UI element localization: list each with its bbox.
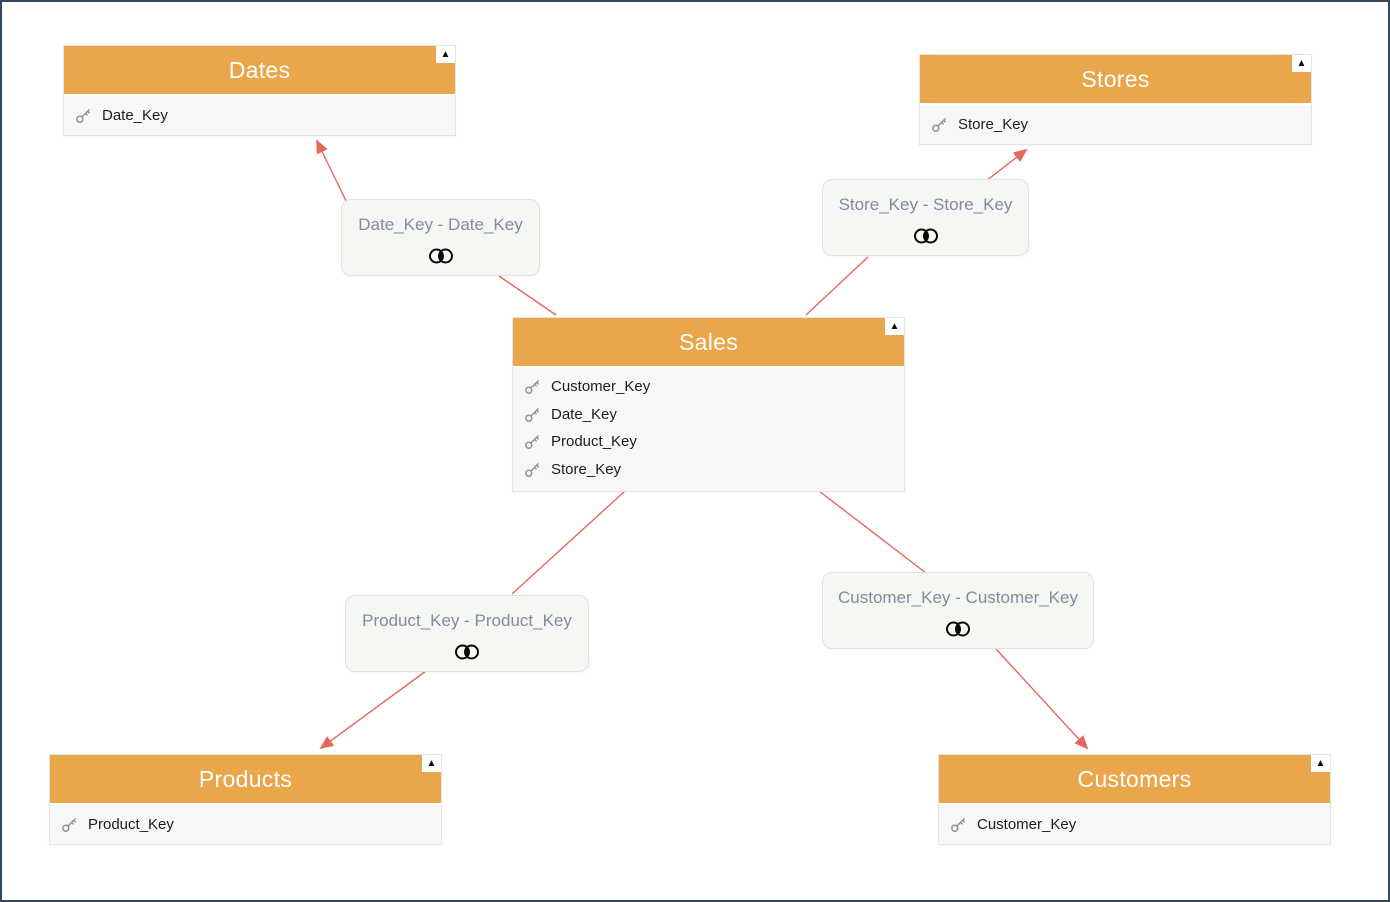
relationship-line-products-sales [511, 490, 626, 595]
key-icon [525, 462, 539, 477]
collapse-triangle-icon: ▲ [889, 320, 900, 332]
connector-customer-join[interactable]: Customer_Key - Customer_Key [822, 572, 1094, 649]
field-row[interactable]: Customer_Key [939, 805, 1330, 844]
connector-store-join[interactable]: Store_Key - Store_Key [822, 179, 1029, 256]
relationship-line-dates-sales [498, 275, 557, 316]
table-dates-header[interactable]: Dates ▲ [64, 46, 455, 96]
field-row[interactable]: Date_Key [64, 96, 455, 135]
field-row[interactable]: Product_Key [50, 805, 441, 844]
field-name: Customer_Key [977, 816, 1077, 833]
field-name: Date_Key [551, 405, 617, 423]
connector-date-join[interactable]: Date_Key - Date_Key [341, 199, 540, 276]
field-name: Date_Key [102, 107, 168, 124]
field-name: Product_Key [88, 816, 174, 833]
table-stores[interactable]: Stores ▲ Store_Key [919, 54, 1312, 145]
key-icon [525, 435, 539, 450]
collapse-button[interactable]: ▲ [885, 318, 904, 335]
connector-product-join[interactable]: Product_Key - Product_Key [345, 595, 589, 672]
field-name: Customer_Key [551, 378, 651, 396]
connector-label: Date_Key - Date_Key [358, 215, 523, 234]
field-row[interactable]: Store_Key [513, 456, 904, 484]
connector-label: Customer_Key - Customer_Key [838, 588, 1078, 607]
key-icon [951, 818, 965, 832]
collapse-triangle-icon: ▲ [440, 48, 451, 60]
field-row[interactable]: Date_Key [513, 401, 904, 429]
field-name: Store_Key [958, 116, 1029, 133]
relationship-line-customers [995, 648, 1089, 750]
key-icon [932, 118, 946, 132]
table-dates[interactable]: Dates ▲ Date_Key [63, 45, 456, 136]
collapse-triangle-icon: ▲ [1315, 757, 1326, 769]
connector-label: Product_Key - Product_Key [362, 611, 572, 630]
inner-join-icon [913, 228, 938, 244]
connector-label: Store_Key - Store_Key [838, 195, 1013, 214]
field-row[interactable]: Customer_Key [513, 373, 904, 401]
collapse-button[interactable]: ▲ [436, 46, 455, 63]
table-sales-header[interactable]: Sales ▲ [513, 318, 904, 368]
table-title: Dates [228, 56, 291, 83]
table-title: Sales [678, 328, 739, 355]
table-title: Stores [1081, 65, 1150, 92]
collapse-button[interactable]: ▲ [1292, 55, 1311, 72]
table-products[interactable]: Products ▲ Product_Key [49, 754, 442, 845]
key-icon [76, 109, 90, 123]
inner-join-icon [946, 621, 970, 637]
table-title: Products [198, 765, 293, 792]
field-name: Product_Key [551, 433, 637, 451]
field-row[interactable]: Product_Key [513, 428, 904, 456]
table-sales[interactable]: Sales ▲ Customer_Key Date_Key [512, 317, 905, 492]
table-customers-header[interactable]: Customers ▲ [939, 755, 1330, 805]
relationship-line-dates [316, 139, 348, 204]
key-icon [62, 818, 76, 832]
relationship-line-customers-sales [818, 490, 927, 574]
relationship-line-products [319, 670, 427, 750]
field-row[interactable]: Store_Key [920, 105, 1311, 144]
collapse-button[interactable]: ▲ [422, 755, 441, 772]
table-products-header[interactable]: Products ▲ [50, 755, 441, 805]
field-name: Store_Key [551, 460, 622, 478]
relationship-line-stores-sales [805, 256, 869, 316]
table-stores-header[interactable]: Stores ▲ [920, 55, 1311, 105]
key-icon [525, 380, 539, 395]
relationship-line-stores [985, 148, 1028, 182]
inner-join-icon [428, 248, 453, 264]
collapse-triangle-icon: ▲ [426, 757, 437, 769]
inner-join-icon [455, 644, 479, 660]
table-customers[interactable]: Customers ▲ Customer_Key [938, 754, 1331, 845]
collapse-button[interactable]: ▲ [1311, 755, 1330, 772]
collapse-triangle-icon: ▲ [1296, 57, 1307, 69]
key-icon [525, 407, 539, 422]
table-title: Customers [1077, 765, 1192, 792]
